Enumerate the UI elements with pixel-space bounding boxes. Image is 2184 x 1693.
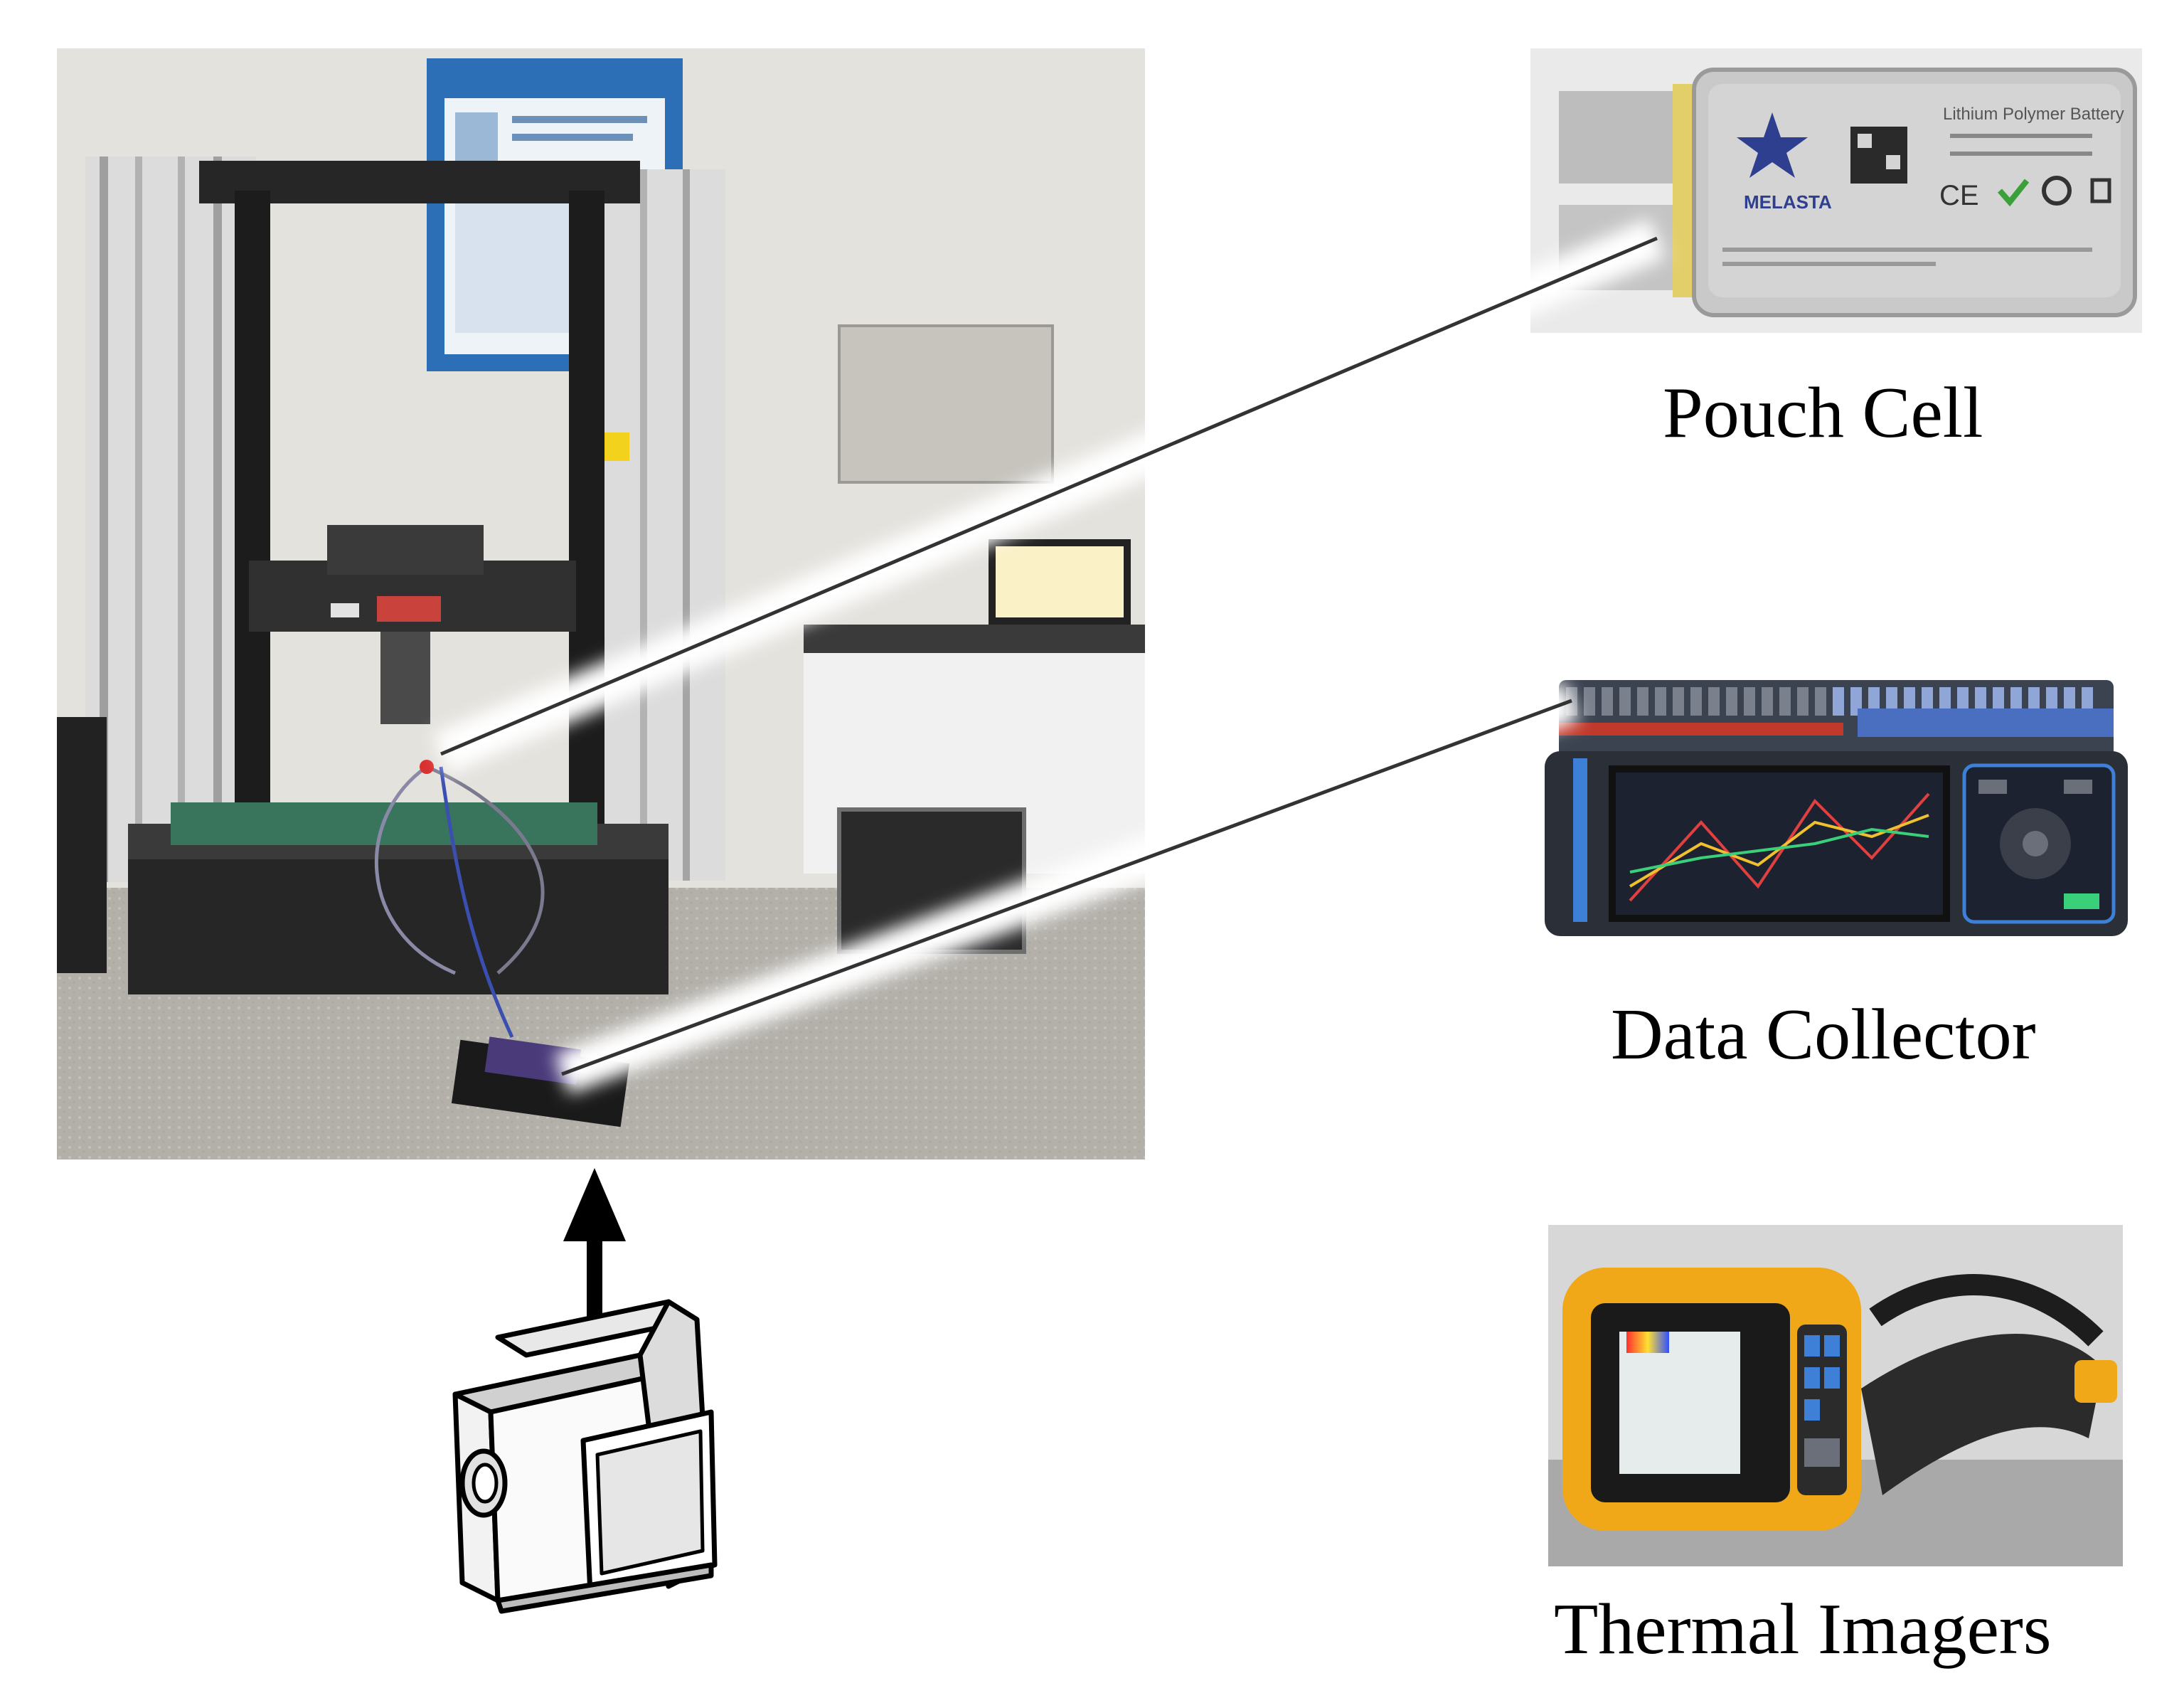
video-camera-icon xyxy=(452,1299,718,1614)
terminal-block xyxy=(1762,687,1773,716)
thermal-imagers-label: Thermal Imagers xyxy=(1554,1589,2052,1670)
thermal-imager-photo xyxy=(1548,1225,2123,1566)
arrow-up-icon xyxy=(563,1168,626,1337)
terminal-block xyxy=(1602,687,1613,716)
terminal-block xyxy=(1673,687,1684,716)
data-collector-illustration xyxy=(1545,673,2128,943)
pouch-cell-photo: MELASTA Lithium Polymer Battery CE xyxy=(1530,48,2142,333)
terminal-block xyxy=(1708,687,1720,716)
pouch-title-text: Lithium Polymer Battery xyxy=(1943,105,2124,124)
terminal-block xyxy=(1797,687,1809,716)
test-setup-photo xyxy=(57,48,1145,1159)
terminal-block xyxy=(1655,687,1666,716)
pouch-cell-illustration: MELASTA Lithium Polymer Battery CE xyxy=(1530,48,2142,333)
data-collector-photo xyxy=(1545,673,2128,943)
pouch-brand-text: MELASTA xyxy=(1744,191,1832,213)
terminal-block xyxy=(1779,687,1791,716)
terminal-block xyxy=(1833,687,1844,716)
terminal-block xyxy=(1815,687,1826,716)
test-setup-illustration xyxy=(57,48,1145,1159)
pouch-cell-label: Pouch Cell xyxy=(1663,373,1983,453)
terminal-block xyxy=(1744,687,1755,716)
terminal-block xyxy=(1566,687,1577,716)
terminal-block xyxy=(1726,687,1737,716)
data-collector-label: Data Collector xyxy=(1611,994,2036,1075)
thermal-imager-illustration xyxy=(1548,1225,2123,1566)
terminal-block xyxy=(1584,687,1595,716)
terminal-block xyxy=(1619,687,1631,716)
terminal-block xyxy=(1637,687,1648,716)
terminal-block xyxy=(1690,687,1702,716)
pouch-ce-mark: CE xyxy=(1939,180,1979,211)
